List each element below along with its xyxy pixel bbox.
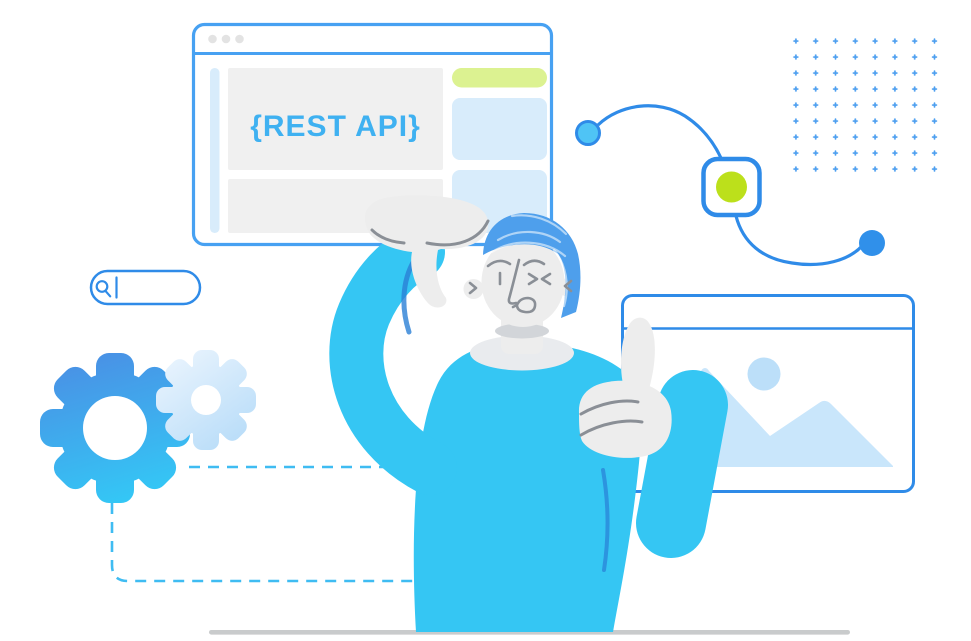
- left-hand-finger-lines: [370, 219, 490, 247]
- neck-shadow: [495, 323, 549, 339]
- dots-grid-pattern: [786, 33, 945, 178]
- api-node-green-dot: [716, 171, 747, 203]
- card-placeholder-1: [452, 98, 547, 160]
- node-connector: [596, 104, 864, 267]
- search-bar-graphic: [89, 269, 202, 306]
- left-eyebrow: [486, 259, 512, 268]
- wink-eye-right-mark: [540, 272, 552, 286]
- content-panel-main: [228, 68, 443, 170]
- sidebar-accent-bar: [210, 68, 220, 233]
- window-controls-dots: [208, 34, 244, 44]
- thumb-up: [620, 317, 655, 401]
- knuckle-lines: [579, 399, 644, 437]
- connector-endpoint-right: [859, 230, 885, 256]
- dashed-flow-lines: [110, 465, 431, 583]
- dashed-line-lower: [110, 484, 413, 583]
- person-character: [329, 195, 728, 632]
- image-sun: [747, 357, 781, 391]
- connector-endpoint-left: [575, 120, 601, 146]
- nose: [507, 258, 521, 305]
- connector-curve-bottom: [734, 215, 864, 267]
- connector-curve-top: [596, 104, 723, 159]
- left-hand-frame-gesture: [364, 195, 489, 308]
- gear-small-hub: [191, 385, 221, 415]
- thumbs-up-fist: [578, 380, 672, 458]
- ground-line: [209, 630, 850, 635]
- right-ear-mark: [563, 279, 573, 293]
- torso-crease: [601, 468, 610, 572]
- green-pill-button: [452, 68, 547, 88]
- wink-eye-left-mark: [527, 272, 539, 286]
- tongue: [511, 296, 537, 314]
- hair-strands: [490, 214, 568, 308]
- search-icon: [95, 280, 112, 298]
- right-arm-elbow: [636, 370, 728, 558]
- face-features: [468, 258, 573, 314]
- face: [481, 237, 565, 327]
- left-arm-raised: [329, 225, 457, 495]
- left-ear-mark: [468, 281, 478, 295]
- search-field: [89, 269, 202, 306]
- right-eyebrow: [522, 259, 546, 267]
- rest-api-text: {REST API}: [250, 110, 421, 143]
